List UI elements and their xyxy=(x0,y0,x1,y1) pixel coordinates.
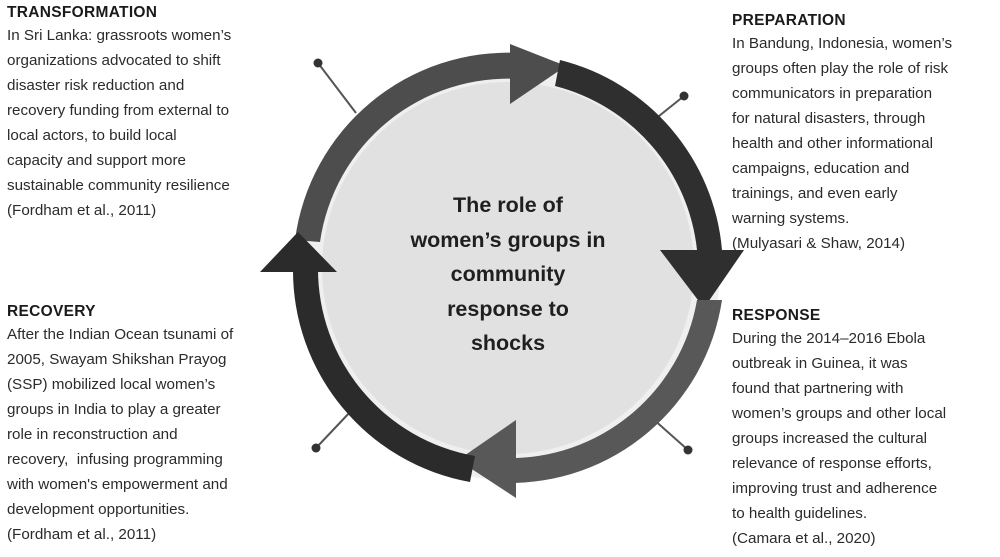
body-line: improving trust and adherence xyxy=(732,480,938,497)
body-line: groups increased the cultural xyxy=(732,430,928,447)
body-line: organizations advocated to shift xyxy=(7,52,221,69)
center-title-line: shocks xyxy=(470,331,546,355)
recovery-heading: RECOVERY xyxy=(7,303,96,320)
arrowhead-recovery xyxy=(260,232,337,272)
body-line: for natural disasters, through xyxy=(732,110,926,127)
citation: (Camara et al., 2020) xyxy=(732,530,876,547)
body-line: During the 2014–2016 Ebola xyxy=(732,330,926,347)
body-line: to health guidelines. xyxy=(732,505,868,522)
center-title-line: The role of xyxy=(453,193,563,217)
center-title: The role of women’s groups in community … xyxy=(390,188,626,361)
segment-recovery xyxy=(292,268,475,482)
body-line: disaster risk reduction and xyxy=(7,77,185,94)
connector-dot-transformation xyxy=(313,58,323,68)
body-line: communicators in preparation xyxy=(732,85,933,102)
body-line: found that partnering with xyxy=(732,380,904,397)
ring-segments xyxy=(260,44,744,498)
connector-dot-response xyxy=(683,445,693,455)
body-line: health and other informational xyxy=(732,135,933,152)
body-line: campaigns, education and xyxy=(732,160,910,177)
body-line: 2005, Swayam Shikshan Prayog xyxy=(7,351,227,368)
body-line: women’s groups and other local xyxy=(732,405,947,422)
transformation-block: TRANSFORMATION In Sri Lanka: grassroots … xyxy=(7,2,231,223)
body-line: recovery, infusing programming xyxy=(7,451,223,468)
segment-preparation xyxy=(555,60,722,250)
center-title-line: women’s groups in xyxy=(410,227,606,252)
body-line: (SSP) mobilized local women’s xyxy=(7,376,216,393)
inner-disc xyxy=(322,82,694,454)
transformation-body: In Sri Lanka: grassroots women’s organiz… xyxy=(7,23,231,223)
center-title-line: community xyxy=(450,262,566,286)
body-line: capacity and support more xyxy=(7,152,186,169)
body-line: In Bandung, Indonesia, women’s xyxy=(732,35,953,52)
citation: (Mulyasari & Shaw, 2014) xyxy=(732,235,906,252)
connector-transformation xyxy=(317,62,357,114)
recovery-body: After the Indian Ocean tsunami of 2005, … xyxy=(7,322,233,547)
preparation-block: PREPARATION In Bandung, Indonesia, women… xyxy=(732,10,952,256)
body-line: role in reconstruction and xyxy=(7,426,178,443)
arrowhead-response xyxy=(458,420,516,498)
recovery-block: RECOVERY After the Indian Ocean tsunami … xyxy=(7,301,233,547)
body-line: groups in India to play a greater xyxy=(7,401,221,418)
body-line: trainings, and even early xyxy=(732,185,898,202)
body-line: In Sri Lanka: grassroots women’s xyxy=(7,27,232,44)
body-line: recovery funding from external to xyxy=(7,102,230,119)
arrowhead-preparation xyxy=(660,250,744,308)
citation: (Fordham et al., 2011) xyxy=(7,202,157,219)
citation: (Fordham et al., 2011) xyxy=(7,526,157,543)
body-line: development opportunities. xyxy=(7,501,190,518)
response-body: During the 2014–2016 Ebola outbreak in G… xyxy=(732,326,946,551)
body-line: groups often play the role of risk xyxy=(732,60,949,77)
connector-recovery xyxy=(315,409,353,449)
body-line: local actors, to build local xyxy=(7,127,177,144)
center-title-line: response to xyxy=(447,296,569,321)
preparation-body: In Bandung, Indonesia, women’s groups of… xyxy=(732,31,952,256)
body-line: with women's empowerment and xyxy=(7,476,228,493)
preparation-heading: PREPARATION xyxy=(732,12,846,29)
transformation-heading: TRANSFORMATION xyxy=(7,4,158,21)
body-line: sustainable community resilience xyxy=(7,177,230,194)
segment-transformation xyxy=(295,52,520,242)
body-line: warning systems. xyxy=(732,210,850,227)
response-heading: RESPONSE xyxy=(732,307,821,324)
body-line: outbreak in Guinea, it was xyxy=(732,355,908,372)
response-block: RESPONSE During the 2014–2016 Ebola outb… xyxy=(732,305,946,551)
body-line: relevance of response efforts, xyxy=(732,455,932,472)
connector-dot-recovery xyxy=(311,443,321,453)
body-line: After the Indian Ocean tsunami of xyxy=(7,326,234,343)
arrowhead-transformation xyxy=(510,44,566,104)
connector-dot-preparation xyxy=(679,91,689,101)
segment-response xyxy=(505,300,722,484)
